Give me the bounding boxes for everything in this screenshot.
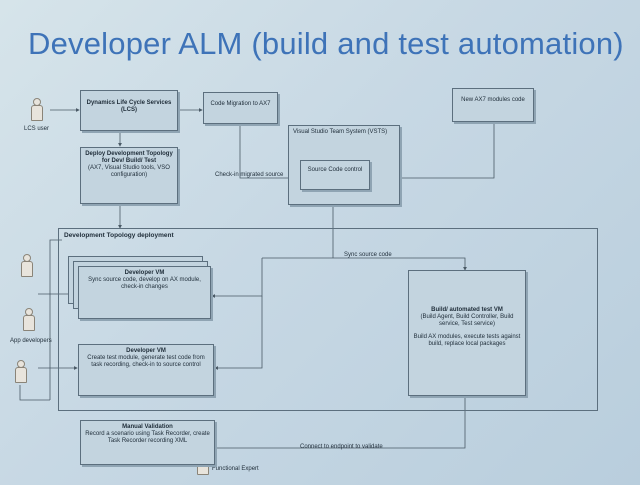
build-vm-line1: (Build Agent, Build Controller, Build se…	[420, 314, 514, 327]
lcs-box: Dynamics Life Cycle Services (LCS)	[80, 90, 178, 131]
dev-vm2-detail: Create test module, generate test code f…	[87, 355, 205, 368]
new-modules-box: New AX7 modules code	[452, 88, 534, 122]
app-developer-icon-3	[14, 360, 27, 383]
deploy-detail: (AX7, Visual Studio tools, VSO configura…	[88, 165, 170, 178]
deploy-box: Deploy Development Topology for Dev/ Bui…	[80, 147, 178, 204]
build-vm-box: Build/ automated test VM (Build Agent, B…	[408, 270, 526, 396]
vsts-title: Visual Studio Team System (VSTS)	[293, 129, 388, 135]
app-developer-icon-2	[22, 308, 35, 331]
code-migration-box: Code Migration to AX7	[203, 92, 278, 124]
dev-vm1-title: Developer VM	[124, 270, 165, 276]
dev-vm2-box: Developer VM Create test module, generat…	[78, 344, 214, 396]
source-control-box: Source Code control	[300, 160, 370, 190]
build-vm-title: Build/ automated test VM	[431, 307, 503, 313]
manual-validation-detail: Record a scenario using Task Recorder, c…	[85, 431, 210, 444]
app-developer-icon-1	[20, 254, 33, 277]
sync-label: Sync source code	[344, 252, 392, 258]
source-control-label: Source Code control	[307, 167, 363, 173]
slide-title: Developer ALM (build and test automation…	[28, 26, 624, 61]
lcs-user-icon	[30, 98, 43, 121]
dev-topology-frame	[58, 228, 598, 411]
dev-vm2-title: Developer VM	[126, 348, 166, 354]
connect-label: Connect to endpoint to validate	[300, 444, 383, 450]
dev-vm1-detail: Sync source code, develop on AX module, …	[88, 277, 201, 290]
manual-validation-title: Manual Validation	[122, 424, 173, 430]
new-modules-title: New AX7 modules code	[461, 97, 525, 103]
checkin-label: Check-in migrated source	[215, 172, 284, 178]
functional-expert-label: Functional Expert	[212, 466, 259, 472]
deploy-title: Deploy Development Topology for Dev/ Bui…	[85, 151, 173, 164]
app-developers-label: App developers	[10, 338, 52, 344]
build-vm-line2: Build AX modules, execute tests against …	[413, 334, 521, 347]
code-migration-title: Code Migration to AX7	[210, 101, 271, 107]
dev-vm1-box: Developer VM Sync source code, develop o…	[78, 266, 211, 319]
manual-validation-box: Manual Validation Record a scenario usin…	[80, 420, 215, 465]
dev-topology-label: Development Topology deployment	[64, 232, 174, 239]
lcs-title: Dynamics Life Cycle Services (LCS)	[86, 100, 172, 113]
lcs-user-label: LCS user	[24, 126, 50, 132]
